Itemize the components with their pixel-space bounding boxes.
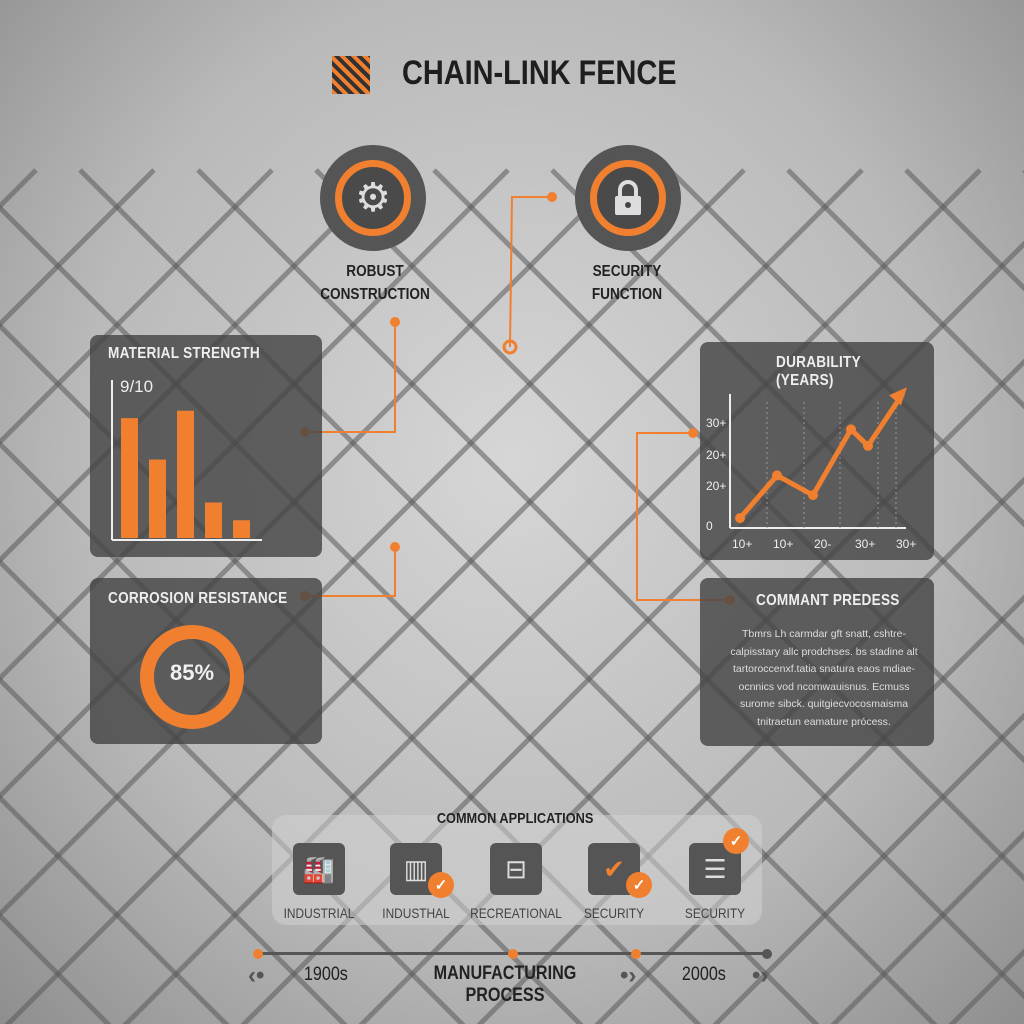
padlock-icon xyxy=(615,180,641,215)
sports-field-app-tile[interactable]: ⊟ xyxy=(490,843,542,895)
panel-title: DURABILITY (YEARS) xyxy=(776,354,861,389)
data-point xyxy=(863,440,873,451)
durability-panel: DURABILITY (YEARS) 0 20+ 20+ 30+ 10+ 10+ 20- 30… xyxy=(700,342,934,560)
timeline-start: 1900s xyxy=(303,964,348,985)
line-chart: 0 20+ 20+ 30+ 10+ 10+ 20- 30+ 30+ xyxy=(706,387,916,551)
arrow-right-icon[interactable]: •› xyxy=(620,962,637,989)
bar xyxy=(205,502,222,538)
sports-field-icon: ⊟ xyxy=(505,853,527,884)
checkmark-icon: ✓ xyxy=(723,828,749,854)
fence-wire xyxy=(786,168,1024,410)
fence-wire xyxy=(0,168,274,446)
timeline-title: MANUFACTURING PROCESS xyxy=(433,963,577,1006)
arrow-left-icon[interactable]: ‹• xyxy=(248,962,265,989)
timeline-end: 2000s xyxy=(681,964,726,985)
arrow-right-icon[interactable]: •› xyxy=(752,962,769,989)
x-tick-label: 10+ xyxy=(773,537,793,551)
panel-title: CORROSION RESISTANCE xyxy=(108,590,288,607)
panel-title: COMMANT PREDESS xyxy=(756,592,900,609)
data-point xyxy=(808,490,818,501)
application-label: INDUSTHAL xyxy=(382,905,450,921)
factory-icon: 🏭 xyxy=(302,853,336,884)
bar-chart xyxy=(111,380,262,541)
bar xyxy=(233,520,250,538)
padlock-badge xyxy=(575,145,681,251)
series-line xyxy=(738,391,906,520)
fence-wire xyxy=(0,168,156,328)
factory-app-tile[interactable]: 🏭 xyxy=(293,843,345,895)
bar xyxy=(121,418,138,538)
x-tick-label: 30+ xyxy=(855,537,875,551)
page-title: CHAIN-LINK FENCE xyxy=(402,54,677,92)
fence-wire xyxy=(712,712,1024,1024)
process-text: Tbmrs Lh carmdar gft snatt, cshtre-calpi… xyxy=(730,628,918,728)
y-tick-label: 20+ xyxy=(706,479,726,493)
x-tick-label: 20- xyxy=(814,537,831,551)
application-label: INDUSTRIAL xyxy=(283,905,355,921)
fence-wire xyxy=(0,794,230,1024)
applications-title: COMMON APPLICATIONS xyxy=(436,810,594,827)
fence-wire xyxy=(0,168,510,682)
fence-wire xyxy=(0,676,348,1024)
timeline-dot xyxy=(631,949,641,959)
process-panel: COMMANT PREDESS Tbmrs Lh carmdar gft sna… xyxy=(700,578,934,746)
bar xyxy=(177,410,194,538)
arrow-head-icon xyxy=(889,387,907,406)
x-tick-label: 30+ xyxy=(896,537,916,551)
material-strength-panel: MATERIAL STRENGTH 9/10 xyxy=(90,335,322,557)
gear-badge: ⚙ xyxy=(320,145,426,251)
panel-title: MATERIAL STRENGTH xyxy=(108,345,260,362)
timeline-dot xyxy=(762,949,772,959)
fence-wire xyxy=(4,168,864,1024)
corrosion-value: 85% xyxy=(169,660,215,685)
timeline-dot xyxy=(508,949,518,959)
y-tick-label: 0 xyxy=(706,519,713,533)
fence-wire xyxy=(0,168,392,564)
gear-icon: ⚙ xyxy=(355,176,391,220)
bar xyxy=(149,459,166,538)
fence-wire xyxy=(830,830,1024,1024)
timeline-dot xyxy=(253,949,263,959)
application-label: RECREATIONAL xyxy=(470,905,562,921)
checkmark-icon: ✓ xyxy=(626,872,652,898)
application-label: SECURITY xyxy=(583,905,645,921)
checkmark-icon: ✓ xyxy=(428,872,454,898)
fence-wire xyxy=(0,912,112,1024)
buildings-icon: ▥ xyxy=(403,853,429,884)
application-label: SECURITY xyxy=(684,905,746,921)
document-icon: ☰ xyxy=(703,853,727,884)
data-point xyxy=(735,513,745,524)
security-panel-icon: ✔ xyxy=(603,853,625,884)
corrosion-panel: CORROSION RESISTANCE 85% xyxy=(90,578,322,744)
data-point xyxy=(772,470,782,481)
y-tick-label: 30+ xyxy=(706,416,726,430)
x-tick-label: 10+ xyxy=(732,537,752,551)
fence-logo-icon xyxy=(332,56,370,94)
axis-label: 9/10 xyxy=(120,377,154,396)
y-tick-label: 20+ xyxy=(706,448,726,462)
data-point xyxy=(846,424,856,435)
fence-wire xyxy=(122,168,982,1024)
fence-wire xyxy=(668,168,1024,528)
